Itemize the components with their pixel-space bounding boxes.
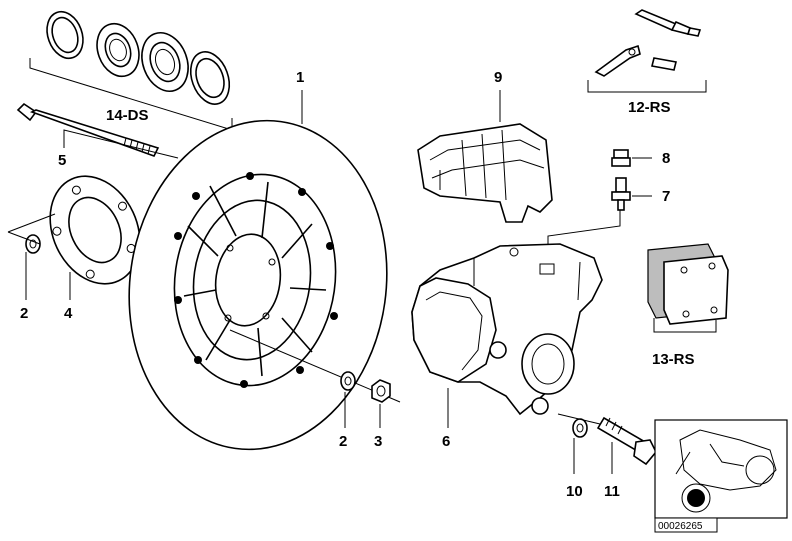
part-14-seal-set <box>46 10 231 105</box>
axis-line-bolt <box>557 413 601 425</box>
part-2-washer-left <box>25 234 41 254</box>
label-9: 9 <box>494 69 502 86</box>
label-1: 1 <box>296 69 304 86</box>
part-6-brake-caliper <box>411 243 603 416</box>
part-2-washer-right <box>340 371 356 391</box>
axis-line-left-2 <box>7 231 41 245</box>
part-1-brake-disc <box>128 119 388 451</box>
label-2-left: 2 <box>20 305 28 322</box>
label-10: 10 <box>566 483 583 500</box>
label-2-right: 2 <box>339 433 347 450</box>
label-3: 3 <box>374 433 382 450</box>
label-8: 8 <box>662 150 670 167</box>
part-10-washer <box>572 418 588 438</box>
label-7: 7 <box>662 188 670 205</box>
location-inset <box>654 419 788 519</box>
part-7-bleed-valve <box>611 177 631 211</box>
part-8-bleed-cap <box>611 149 631 167</box>
part-12-bracket <box>587 80 707 93</box>
reference-code: 00026265 <box>658 521 703 532</box>
axis-line-left <box>7 213 56 233</box>
leader-5 <box>63 129 179 159</box>
part-13-bracket <box>653 318 717 333</box>
part-13-brake-pads <box>647 243 729 325</box>
part-14-bracket <box>29 58 233 131</box>
label-14: 14-DS <box>106 107 149 124</box>
part-3-nut <box>371 379 391 403</box>
label-11: 11 <box>604 483 620 500</box>
part-4-flange <box>49 175 141 285</box>
part-5-bolt <box>16 102 160 157</box>
reference-code-box <box>654 517 718 533</box>
label-5: 5 <box>58 152 66 169</box>
label-4: 4 <box>64 305 73 322</box>
label-13: 13-RS <box>652 351 695 368</box>
part-12-pin-kit <box>594 9 702 77</box>
label-12: 12-RS <box>628 99 671 116</box>
part-11-caliper-bolt <box>596 416 657 466</box>
part-9-caliper-cover <box>417 123 553 223</box>
label-6: 6 <box>442 433 450 450</box>
